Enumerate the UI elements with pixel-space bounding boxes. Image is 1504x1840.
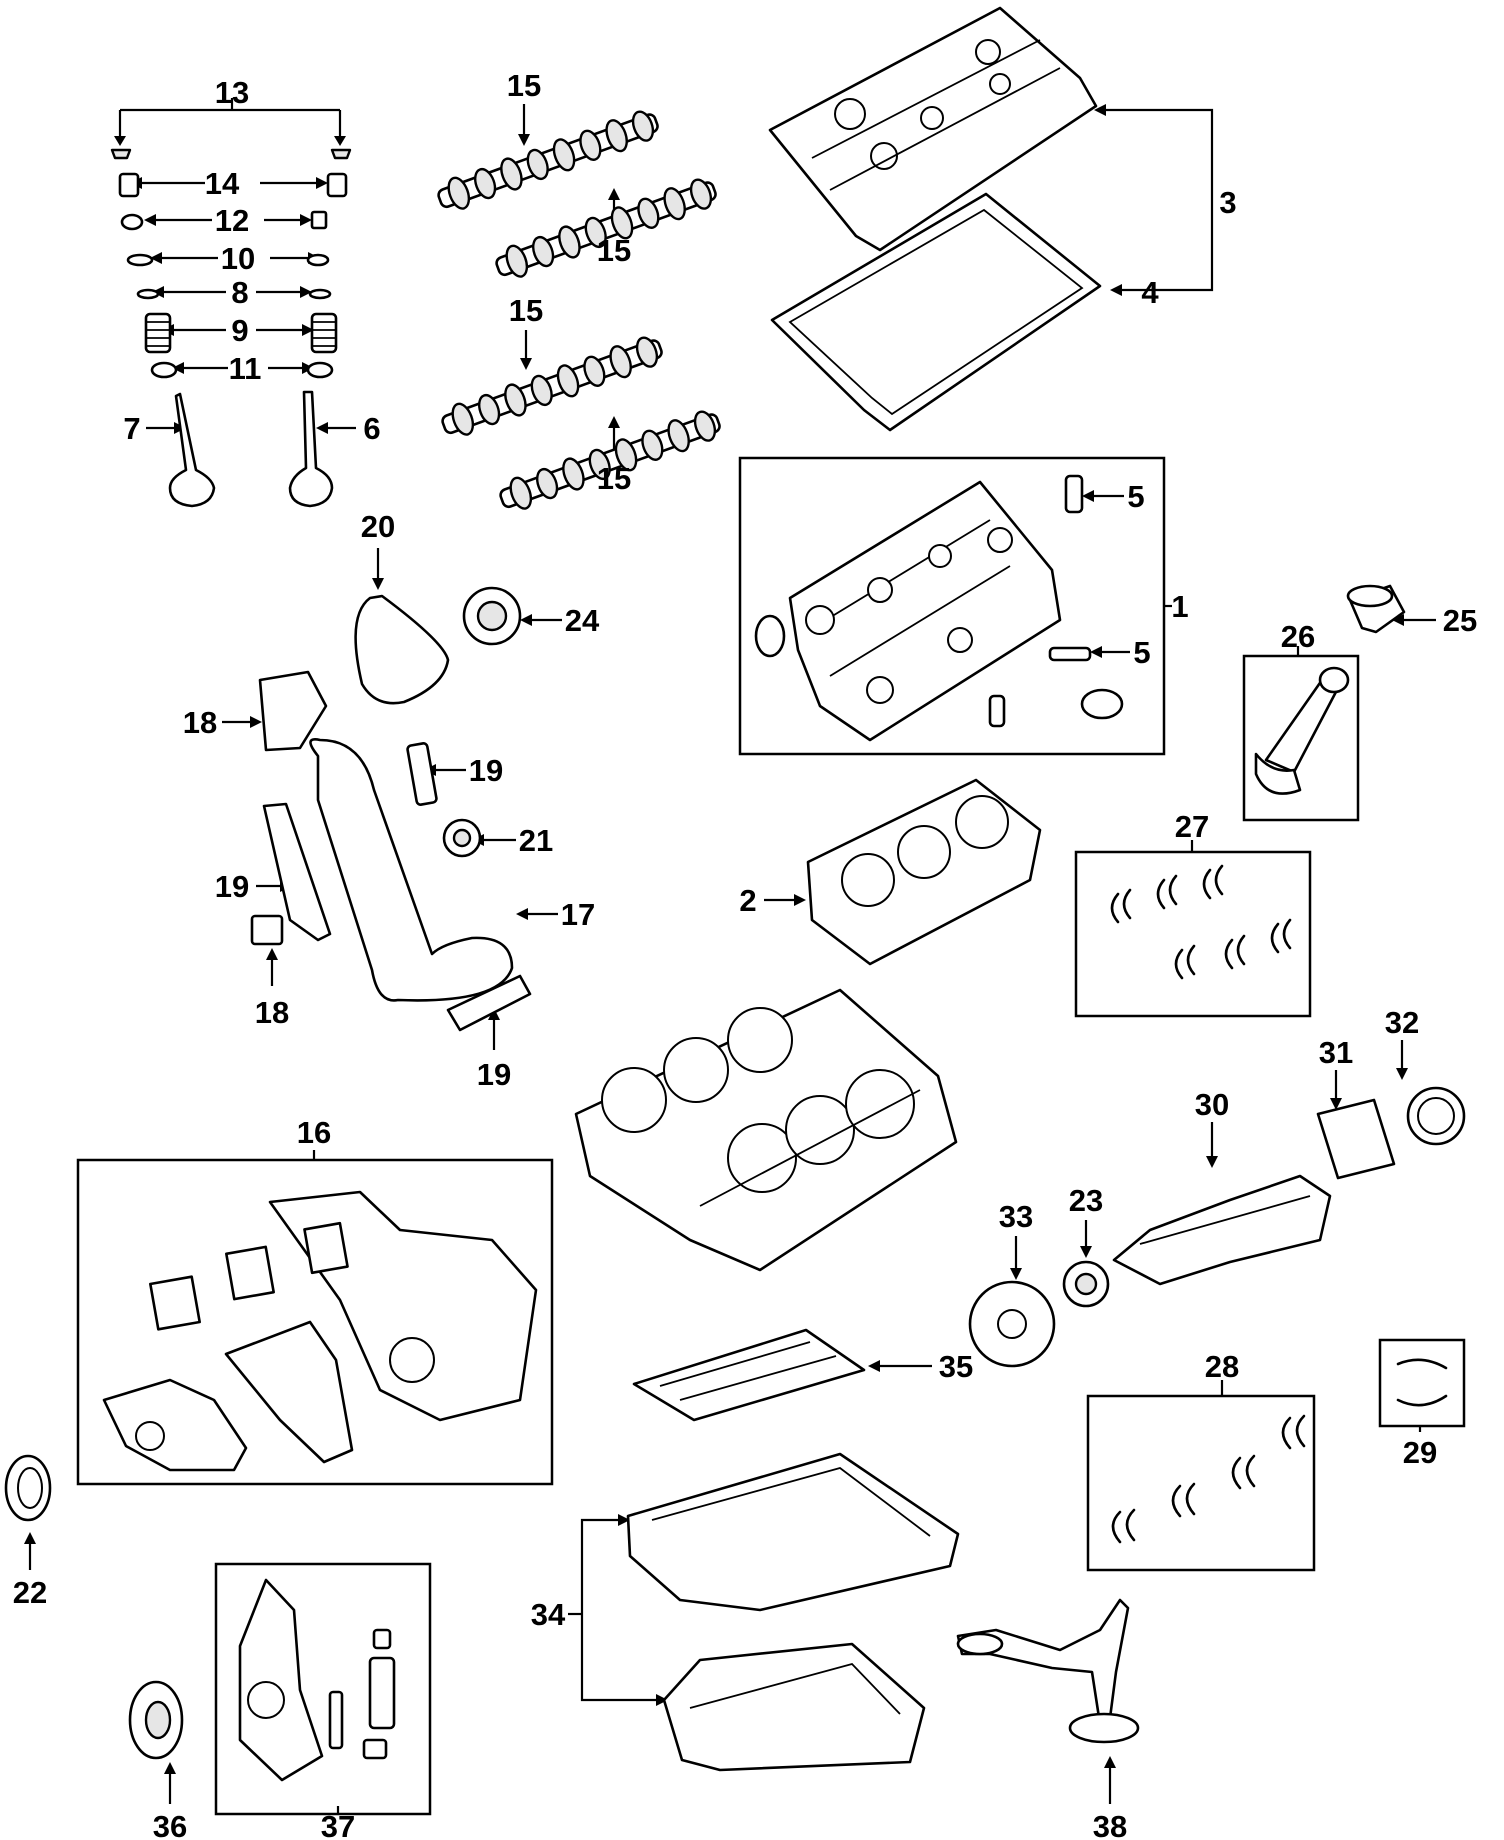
callout-12: 12: [215, 203, 249, 238]
cylinder-head: [754, 474, 1124, 742]
callout-31: 31: [1319, 1035, 1353, 1070]
main-bearings: [1111, 1414, 1306, 1544]
callout-34: 34: [531, 1597, 566, 1632]
box-thrust-washer: [1378, 1338, 1466, 1428]
windage-tray: [632, 1328, 866, 1422]
callout-6: 6: [363, 411, 380, 446]
head-gasket: [806, 778, 1042, 966]
callout-10: 10: [221, 241, 255, 276]
connecting-rod: [1254, 666, 1350, 795]
callout-27: 27: [1175, 809, 1209, 844]
callout-8: 8: [231, 275, 248, 310]
callout-4: 4: [1141, 275, 1159, 310]
valve-cover: [768, 6, 1098, 252]
callout-3: 3: [1219, 185, 1236, 220]
callout-18a: 18: [183, 705, 217, 740]
callout-20: 20: [361, 509, 395, 544]
callout-33: 33: [999, 1199, 1033, 1234]
callout-15d: 15: [597, 461, 631, 496]
callout-21: 21: [519, 823, 553, 858]
callout-9: 9: [231, 313, 248, 348]
callout-2: 2: [739, 883, 756, 918]
valve-train-parts: [110, 148, 352, 508]
callout-28: 28: [1205, 1349, 1239, 1384]
callout-19a: 19: [469, 753, 503, 788]
callout-15c: 15: [509, 293, 543, 328]
thrust-washer: [1396, 1358, 1448, 1407]
callout-1: 1: [1171, 589, 1188, 624]
callout-29: 29: [1403, 1435, 1437, 1470]
timing-cover: [102, 1190, 538, 1472]
crankshaft-area: [968, 1086, 1466, 1368]
callout-30: 30: [1195, 1087, 1229, 1122]
timing-parts: [250, 586, 532, 1032]
callout-23: 23: [1069, 1183, 1103, 1218]
callout-7: 7: [123, 411, 140, 446]
oil-pans: [626, 1452, 960, 1772]
callout-22: 22: [13, 1575, 47, 1610]
callout-19c: 19: [477, 1057, 511, 1092]
callout-17: 17: [561, 897, 595, 932]
callout-24: 24: [565, 603, 600, 638]
callout-38: 38: [1093, 1809, 1127, 1840]
rod-bearings: [1110, 864, 1292, 980]
callout-11: 11: [229, 351, 262, 386]
callout-15b: 15: [597, 233, 631, 268]
oil-strainer: [956, 1598, 1140, 1744]
camshafts: [437, 110, 721, 510]
box-main-bearings: [1086, 1394, 1316, 1572]
valve-cover-gasket: [770, 192, 1102, 432]
piston: [1346, 584, 1406, 634]
callout-26: 26: [1281, 619, 1315, 654]
callout-32: 32: [1385, 1005, 1419, 1040]
callout-5a: 5: [1127, 479, 1144, 514]
callout-15a: 15: [507, 68, 541, 103]
callout-14: 14: [205, 166, 240, 201]
box-oil-pump: [214, 1562, 432, 1816]
oil-pump-gear: [128, 1680, 184, 1760]
front-seal: [4, 1454, 52, 1522]
callout-16: 16: [297, 1115, 331, 1150]
callout-37: 37: [321, 1809, 355, 1840]
callout-18b: 18: [255, 995, 289, 1030]
oil-pump: [238, 1578, 396, 1782]
engine-block: [574, 988, 958, 1272]
callout-25: 25: [1443, 603, 1477, 638]
callout-35: 35: [939, 1349, 973, 1384]
box-connecting-rod: [1242, 654, 1360, 822]
callout-19b: 19: [215, 869, 249, 904]
callout-5b: 5: [1133, 635, 1150, 670]
callout-13: 13: [215, 75, 249, 110]
callout-36: 36: [153, 1809, 187, 1840]
